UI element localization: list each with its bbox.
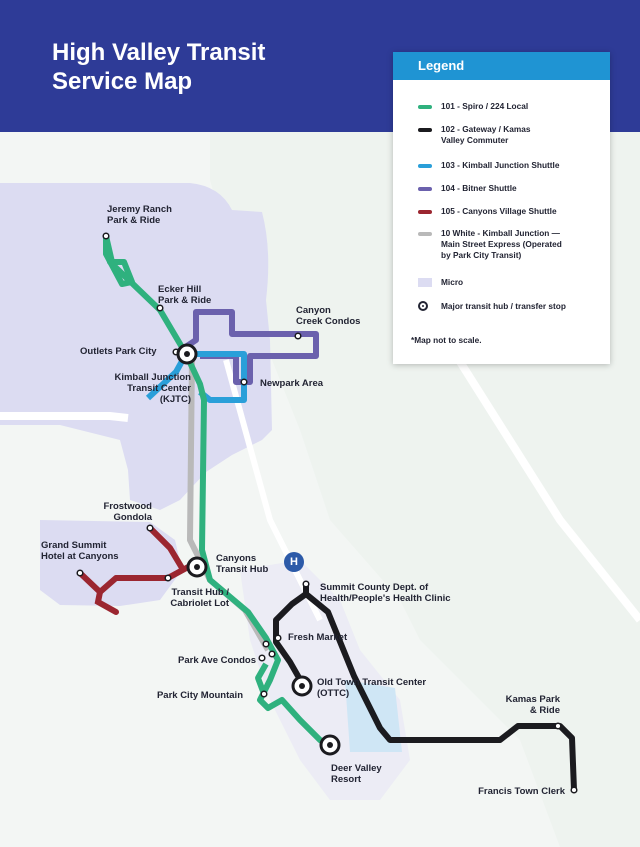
stop-dot-fresh-market-1: [274, 634, 282, 642]
route-105-line-main: [98, 563, 192, 595]
label-park-city-mountain: Park City Mountain: [156, 690, 243, 701]
label-francis-town-clerk: Francis Town Clerk: [478, 786, 565, 797]
stop-dot-ecker-hill: [156, 304, 164, 312]
label-park-ave-condos: Park Ave Condos: [178, 655, 256, 666]
route-105-line-frostwood: [147, 525, 185, 571]
micro-zone-canyons: [40, 520, 182, 606]
label-fresh-market: Fresh Market: [288, 632, 348, 643]
major-hubs: [176, 343, 341, 756]
label-outlets-park-city: Outlets Park City: [80, 346, 157, 357]
stop-dot-canyon-creek: [294, 332, 302, 340]
swatch-103: [418, 164, 432, 168]
stop-dot-cabriolet: [164, 574, 172, 582]
stop-dot-park-city-mountain: [260, 690, 268, 698]
hub-ottc: [291, 675, 313, 697]
label-newpark-area: Newpark Area: [260, 378, 324, 389]
label-transit-hub-cabriolet: Transit Hub /Cabriolet Lot: [170, 587, 229, 609]
route-103-line: [145, 351, 247, 403]
minor-stops: [76, 232, 578, 794]
stop-dot-kamas: [554, 722, 562, 730]
legend-panel: Legend 101 - Spiro / 224 Local 102 - Gat…: [393, 52, 610, 364]
hub-deer-valley: [319, 734, 341, 756]
hospital-icon: H: [284, 552, 304, 572]
legend-note: *Map not to scale.: [411, 335, 482, 345]
hub-icon: [418, 301, 428, 311]
route-104-line: [176, 309, 319, 385]
road-i80: [0, 412, 129, 422]
road-east: [436, 327, 640, 623]
stop-dot-summit-county: [302, 580, 310, 588]
stop-dot-francis: [570, 786, 578, 794]
stop-dot-frostwood: [146, 524, 154, 532]
stop-dot-park-ave-1: [258, 654, 266, 662]
map-title-line1: High Valley Transit: [52, 39, 266, 66]
swatch-105: [418, 210, 432, 214]
swatch-micro: [418, 278, 432, 287]
map-title-line2: Service Map: [52, 68, 193, 95]
stop-dot-grand-summit: [76, 569, 84, 577]
route-105-line-grand-summit: [77, 570, 119, 615]
stop-dot-fresh-market-2: [262, 640, 270, 648]
label-kamas-park-ride: Kamas Park& Ride: [505, 694, 560, 716]
stop-dot-park-ave-2: [268, 650, 276, 658]
hub-canyons-transit: [186, 556, 208, 578]
map-title: High Valley Transit Service Map: [52, 38, 265, 96]
hub-kjtc: [176, 343, 198, 365]
route-101-line-branch: [255, 662, 269, 696]
stop-dot-newpark: [240, 378, 248, 386]
swatch-102: [418, 128, 432, 132]
swatch-101: [418, 105, 432, 109]
route-102-line-east: [304, 591, 577, 791]
swatch-10-white: [418, 232, 432, 236]
stop-dot-jeremy-ranch: [102, 232, 110, 240]
label-old-town: Old Town Transit Center(OTTC): [317, 677, 427, 699]
swatch-104: [418, 187, 432, 191]
legend-heading: Legend: [393, 52, 610, 80]
